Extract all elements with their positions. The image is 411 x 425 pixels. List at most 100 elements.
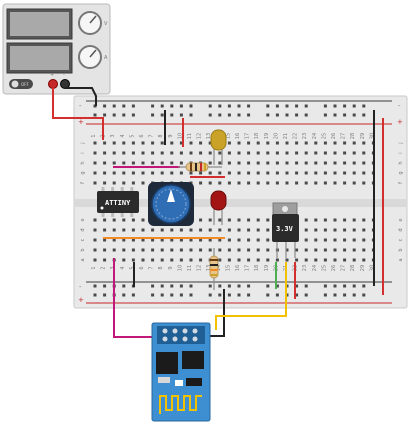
terminal-hole[interactable] bbox=[323, 228, 327, 232]
terminal-hole[interactable] bbox=[141, 181, 145, 185]
terminal-hole[interactable] bbox=[304, 181, 308, 185]
terminal-hole[interactable] bbox=[314, 228, 318, 232]
terminal-hole[interactable] bbox=[304, 151, 308, 155]
terminal-hole[interactable] bbox=[112, 181, 116, 185]
rail-hole[interactable] bbox=[237, 113, 241, 117]
terminal-hole[interactable] bbox=[314, 181, 318, 185]
terminal-hole[interactable] bbox=[103, 258, 107, 262]
terminal-hole[interactable] bbox=[304, 258, 308, 262]
rail-hole[interactable] bbox=[352, 113, 356, 117]
terminal-hole[interactable] bbox=[266, 218, 270, 222]
terminal-hole[interactable] bbox=[295, 161, 299, 165]
terminal-hole[interactable] bbox=[227, 171, 231, 175]
terminal-hole[interactable] bbox=[189, 248, 193, 252]
terminal-hole[interactable] bbox=[295, 151, 299, 155]
terminal-hole[interactable] bbox=[131, 151, 135, 155]
terminal-hole[interactable] bbox=[227, 141, 231, 145]
terminal-hole[interactable] bbox=[122, 228, 126, 232]
rail-hole[interactable] bbox=[160, 293, 164, 297]
terminal-hole[interactable] bbox=[314, 161, 318, 165]
terminal-hole[interactable] bbox=[343, 181, 347, 185]
power-supply[interactable]: V A OFF + - bbox=[2, 3, 111, 95]
terminal-hole[interactable] bbox=[333, 141, 337, 145]
terminal-hole[interactable] bbox=[151, 161, 155, 165]
rail-hole[interactable] bbox=[112, 113, 116, 117]
terminal-hole[interactable] bbox=[323, 248, 327, 252]
terminal-hole[interactable] bbox=[237, 218, 241, 222]
terminal-hole[interactable] bbox=[247, 161, 251, 165]
resistor-top[interactable] bbox=[178, 162, 222, 172]
terminal-hole[interactable] bbox=[343, 141, 347, 145]
rail-hole[interactable] bbox=[275, 293, 279, 297]
rail-hole[interactable] bbox=[218, 293, 222, 297]
terminal-hole[interactable] bbox=[227, 151, 231, 155]
terminal-hole[interactable] bbox=[179, 248, 183, 252]
terminal-hole[interactable] bbox=[333, 151, 337, 155]
terminal-hole[interactable] bbox=[333, 161, 337, 165]
terminal-hole[interactable] bbox=[237, 181, 241, 185]
terminal-hole[interactable] bbox=[131, 171, 135, 175]
terminal-hole[interactable] bbox=[179, 151, 183, 155]
terminal-hole[interactable] bbox=[247, 151, 251, 155]
rail-hole[interactable] bbox=[179, 113, 183, 117]
terminal-hole[interactable] bbox=[295, 171, 299, 175]
terminal-hole[interactable] bbox=[112, 161, 116, 165]
terminal-hole[interactable] bbox=[275, 161, 279, 165]
terminal-hole[interactable] bbox=[93, 171, 97, 175]
red-led[interactable] bbox=[210, 190, 227, 225]
terminal-hole[interactable] bbox=[266, 141, 270, 145]
terminal-hole[interactable] bbox=[218, 181, 222, 185]
terminal-hole[interactable] bbox=[227, 218, 231, 222]
terminal-hole[interactable] bbox=[295, 181, 299, 185]
terminal-hole[interactable] bbox=[237, 258, 241, 262]
rail-hole[interactable] bbox=[266, 293, 270, 297]
wire-yellow-esp[interactable] bbox=[215, 262, 287, 330]
terminal-hole[interactable] bbox=[218, 238, 222, 242]
rail-hole[interactable] bbox=[285, 113, 289, 117]
rail-hole[interactable] bbox=[333, 293, 337, 297]
terminal-hole[interactable] bbox=[103, 151, 107, 155]
terminal-hole[interactable] bbox=[362, 238, 366, 242]
terminal-hole[interactable] bbox=[170, 151, 174, 155]
rail-hole[interactable] bbox=[208, 113, 212, 117]
terminal-hole[interactable] bbox=[199, 181, 203, 185]
rail-hole[interactable] bbox=[122, 113, 126, 117]
terminal-hole[interactable] bbox=[160, 238, 164, 242]
rail-hole[interactable] bbox=[103, 104, 107, 108]
terminal-hole[interactable] bbox=[122, 248, 126, 252]
rail-hole[interactable] bbox=[275, 113, 279, 117]
terminal-hole[interactable] bbox=[103, 248, 107, 252]
rail-hole[interactable] bbox=[295, 284, 299, 288]
terminal-hole[interactable] bbox=[247, 141, 251, 145]
rail-hole[interactable] bbox=[333, 284, 337, 288]
terminal-hole[interactable] bbox=[151, 228, 155, 232]
terminal-hole[interactable] bbox=[362, 248, 366, 252]
terminal-hole[interactable] bbox=[333, 181, 337, 185]
wire-power-positive[interactable] bbox=[52, 88, 104, 140]
terminal-hole[interactable] bbox=[343, 218, 347, 222]
terminal-hole[interactable] bbox=[112, 238, 116, 242]
rail-hole[interactable] bbox=[352, 104, 356, 108]
terminal-hole[interactable] bbox=[323, 161, 327, 165]
terminal-hole[interactable] bbox=[160, 228, 164, 232]
terminal-hole[interactable] bbox=[103, 161, 107, 165]
terminal-hole[interactable] bbox=[170, 258, 174, 262]
rail-hole[interactable] bbox=[295, 104, 299, 108]
terminal-hole[interactable] bbox=[323, 171, 327, 175]
terminal-hole[interactable] bbox=[141, 228, 145, 232]
terminal-hole[interactable] bbox=[131, 141, 135, 145]
terminal-hole[interactable] bbox=[295, 258, 299, 262]
terminal-hole[interactable] bbox=[141, 238, 145, 242]
terminal-hole[interactable] bbox=[189, 171, 193, 175]
terminal-hole[interactable] bbox=[352, 171, 356, 175]
terminal-hole[interactable] bbox=[141, 218, 145, 222]
terminal-hole[interactable] bbox=[256, 228, 260, 232]
terminal-hole[interactable] bbox=[199, 238, 203, 242]
terminal-hole[interactable] bbox=[112, 151, 116, 155]
rail-hole[interactable] bbox=[122, 104, 126, 108]
terminal-hole[interactable] bbox=[103, 141, 107, 145]
terminal-hole[interactable] bbox=[285, 141, 289, 145]
terminal-hole[interactable] bbox=[179, 228, 183, 232]
terminal-hole[interactable] bbox=[304, 171, 308, 175]
terminal-hole[interactable] bbox=[352, 181, 356, 185]
